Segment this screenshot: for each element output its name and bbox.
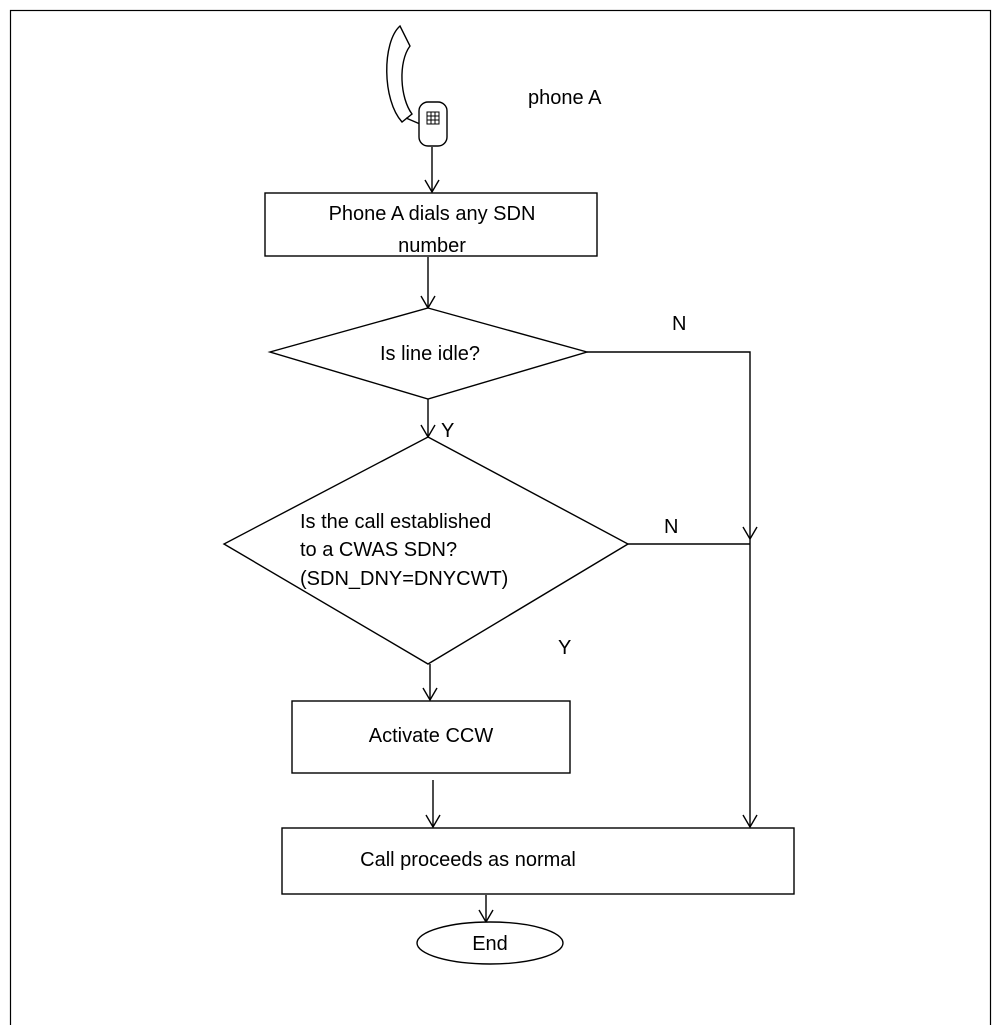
diagram-frame	[9, 9, 992, 1025]
connector-phone-to-dial	[424, 147, 440, 194]
connector-idle-yes	[420, 399, 436, 439]
branch-cwas-no-label: N	[664, 516, 678, 538]
decision-line-idle-label: Is line idle?	[380, 343, 480, 365]
process-activate-ccw-box	[291, 700, 571, 774]
decision-cwas-label-line1: Is the call established	[300, 511, 491, 533]
arrowhead-idle-no-end	[742, 814, 758, 829]
process-dial-label-line2: number	[398, 235, 466, 257]
branch-idle-yes-label: Y	[441, 420, 454, 442]
connector-dial-to-idle	[420, 257, 436, 310]
phone-label: phone A	[528, 87, 602, 109]
decision-cwas-sdn-diamond	[222, 436, 630, 665]
decision-cwas-label-line3: (SDN_DNY=DNYCWT)	[300, 568, 508, 590]
connector-proceeds-to-end	[478, 895, 494, 924]
terminator-end-label: End	[472, 933, 508, 955]
branch-cwas-yes-label: Y	[558, 637, 571, 659]
arrowhead-idle-no-mid	[742, 526, 758, 541]
process-dial-label-line1: Phone A dials any SDN	[329, 203, 536, 225]
connector-cwas-yes	[422, 664, 438, 702]
decision-cwas-label-line2: to a CWAS SDN?	[300, 539, 457, 561]
branch-idle-no-label: N	[672, 313, 686, 335]
process-dial-box	[264, 192, 598, 257]
process-activate-ccw-label: Activate CCW	[369, 725, 494, 747]
phone-icon	[386, 24, 448, 147]
process-call-proceeds-box	[281, 827, 795, 895]
terminator-end	[416, 921, 564, 965]
connector-activate-to-proceeds	[425, 780, 441, 829]
connector-idle-no	[587, 351, 751, 827]
process-call-proceeds-label: Call proceeds as normal	[360, 849, 576, 871]
